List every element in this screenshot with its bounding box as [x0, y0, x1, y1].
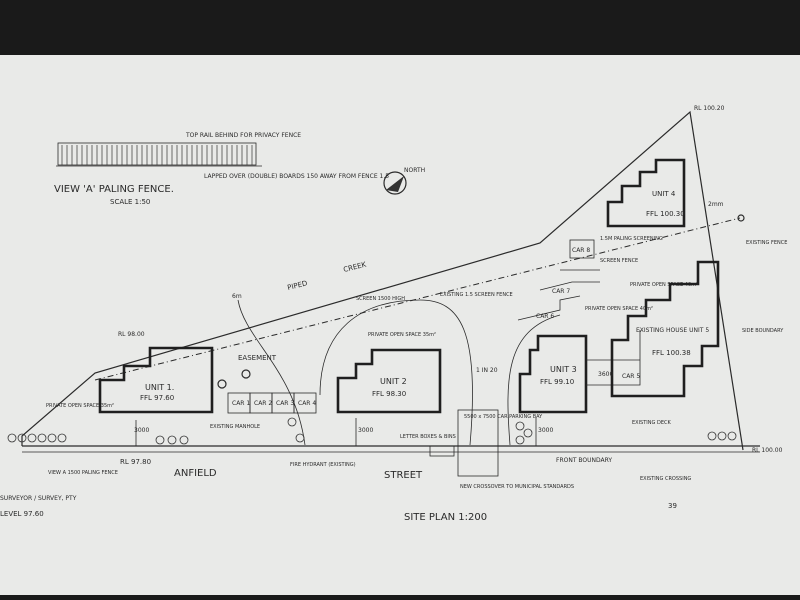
existing-fence-label: EXISTING 1.5 SCREEN FENCE — [440, 292, 513, 298]
grade-label: 1 IN 20 — [476, 367, 498, 374]
dim-label: 2mm — [708, 201, 724, 208]
unit-2-curve — [319, 299, 473, 446]
rl-left-top-label: RL 98.00 — [118, 331, 145, 338]
pipe-outlet-icon — [737, 214, 745, 222]
manhole-icon — [241, 369, 251, 379]
fire-hydrant-label: FIRE HYDRANT (EXISTING) — [290, 462, 356, 468]
letter-box-icon — [429, 445, 455, 457]
creek-label: CREEK — [343, 260, 368, 273]
rl-top-label: RL 100.20 — [694, 105, 725, 112]
fence-note-top: TOP RAIL BEHIND FOR PRIVACY FENCE — [185, 132, 301, 139]
view-a-label: VIEW A 1500 PALING FENCE — [48, 470, 118, 476]
plan-title: SITE PLAN 1:200 — [404, 512, 487, 523]
car-spaces-1-4: CAR 1 CAR 2 CAR 3 CAR 4 — [227, 392, 317, 414]
street-name-left: ANFIELD — [174, 468, 217, 479]
fence-detail-scale: SCALE 1:50 — [110, 198, 150, 206]
surveyor-label: SURVEYOR / SURVEY, PTY — [0, 495, 77, 502]
rl-right-label: RL 100.00 — [752, 447, 783, 454]
car-space-label: CAR 5 — [622, 373, 640, 380]
existing-fence-right-label: EXISTING FENCE — [746, 240, 787, 246]
pos-1-label: PRIVATE OPEN SPACE 35m² — [46, 403, 114, 409]
manhole-icon — [217, 379, 227, 389]
unit-5-ffl: FFL 100.38 — [652, 349, 691, 357]
pos-2-label: PRIVATE OPEN SPACE 35m² — [368, 332, 436, 338]
north-arrow-icon: NORTH — [383, 167, 425, 195]
dim-label: 6m — [232, 293, 242, 300]
unit-1-name: UNIT 1. — [145, 383, 174, 392]
unit-4-name: UNIT 4 — [652, 190, 676, 198]
unit-3-ffl: FFL 99.10 — [540, 378, 574, 386]
car-space-label: CAR 7 — [552, 288, 570, 295]
unit-3-name: UNIT 3 — [550, 365, 577, 374]
car-space-label: CAR 2 — [254, 400, 272, 407]
unit-2-name: UNIT 2 — [380, 377, 407, 386]
letter-boxes-label: LETTER BOXES & BINS — [400, 434, 456, 440]
easement-curve — [237, 299, 306, 446]
screening-label: 1.5M PALING SCREENING — [600, 236, 663, 242]
landscaping-shrubs — [7, 417, 737, 445]
pos-3-label: PRIVATE OPEN SPACE 40m² — [585, 306, 653, 312]
fence-detail-title: VIEW 'A' PALING FENCE. — [54, 184, 174, 195]
fence-note-bottom: LAPPED OVER (DOUBLE) BOARDS 150 AWAY FRO… — [204, 173, 389, 180]
unit-5-name: EXISTING HOUSE UNIT 5 — [636, 327, 709, 334]
easement-label: EASEMENT — [238, 354, 277, 362]
dim-label: 3000 — [358, 427, 373, 434]
screen-label: SCREEN 1500 HIGH — [356, 296, 405, 302]
existing-crossing-label: EXISTING CROSSING — [640, 476, 691, 482]
dim-label: 3000 — [134, 427, 149, 434]
paper-background — [0, 55, 800, 595]
car-parking-bay — [457, 409, 499, 477]
street-name-right: STREET — [384, 470, 423, 481]
dim-label: 3000 — [538, 427, 553, 434]
front-boundary-label: FRONT BOUNDARY — [556, 457, 612, 464]
existing-deck-label: EXISTING DECK — [632, 420, 671, 426]
car-space-label: CAR 3 — [276, 400, 294, 407]
level-label: LEVEL 97.60 — [0, 510, 44, 518]
pipe-label: PIPED — [287, 279, 309, 292]
pos-4-label: PRIVATE OPEN SPACE 40m² — [630, 282, 698, 288]
side-boundary-label: SIDE BOUNDARY — [742, 328, 784, 334]
car-space-label: CAR 8 — [572, 247, 590, 254]
unit-4-outline: UNIT 4 FFL 100.30 — [606, 158, 686, 228]
manhole-label: EXISTING MANHOLE — [210, 424, 260, 430]
car-space-label: CAR 1 — [232, 400, 250, 407]
car-space-label: CAR 6 — [536, 313, 554, 320]
car-parking-label: 5500 x 7500 CAR PARKING BAY — [464, 414, 543, 420]
screen-fence-label: SCREEN FENCE — [600, 258, 638, 264]
unit-2-outline: UNIT 2 FFL 98.30 — [336, 348, 442, 414]
unit-5-outline: EXISTING HOUSE UNIT 5 FFL 100.38 — [610, 260, 720, 398]
rl-left-label: RL 97.80 — [120, 458, 151, 466]
new-crossover-label: NEW CROSSOVER TO MUNICIPAL STANDARDS — [460, 484, 574, 490]
fence-detail: TOP RAIL BEHIND FOR PRIVACY FENCE LAPPED… — [54, 132, 389, 206]
unit-4-ffl: FFL 100.30 — [646, 210, 685, 218]
unit-3-outline: UNIT 3 FFL 99.10 — [518, 334, 588, 414]
sheet-number: 39 — [668, 502, 677, 510]
svg-text:NORTH: NORTH — [404, 167, 425, 174]
fence-pickets — [61, 145, 253, 165]
unit-1-outline: UNIT 1. FFL 97.60 — [98, 346, 214, 414]
site-boundary — [21, 110, 744, 451]
unit-1-ffl: FFL 97.60 — [140, 394, 174, 402]
creek-line — [94, 217, 741, 381]
car-spaces-5-8: CAR 5 CAR 6 CAR 7 CAR 8 — [517, 239, 641, 386]
unit-2-ffl: FFL 98.30 — [372, 390, 406, 398]
car-space-label: CAR 4 — [298, 400, 316, 407]
unit-3-curve — [507, 314, 561, 446]
dim-label: 3600 — [598, 371, 613, 378]
